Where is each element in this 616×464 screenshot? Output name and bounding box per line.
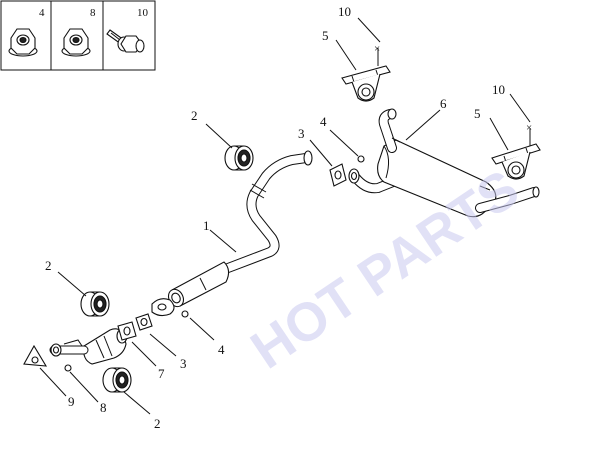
rubber-mount-lower <box>102 367 132 393</box>
gasket-upper <box>329 163 347 187</box>
nut-mid <box>181 310 189 318</box>
callout-5-lower: 5 <box>474 106 481 121</box>
front-resonator <box>167 261 230 308</box>
callout-10-lower: 10 <box>492 82 505 97</box>
gasket-mid <box>135 313 153 331</box>
leader-lines <box>39 17 531 415</box>
callout-4-upper: 4 <box>320 114 327 129</box>
hex-flange-nut-icon <box>8 28 38 57</box>
callout-3-upper: 3 <box>298 126 305 141</box>
legend-item-8-label: 8 <box>90 7 96 19</box>
gasket-converter <box>117 321 137 341</box>
callout-8: 8 <box>100 400 107 415</box>
catalytic-converter <box>49 328 128 365</box>
watermark: HOT PARTS <box>241 159 530 381</box>
gasket-front <box>23 344 48 367</box>
rubber-hanger-bracket-upper: × <box>341 43 391 102</box>
callout-2-upper: 2 <box>191 108 198 123</box>
callout-2-lower: 2 <box>154 416 161 431</box>
rear-muffler <box>377 108 540 218</box>
callout-7: 7 <box>158 366 165 381</box>
legend-item-10-label: 10 <box>137 7 149 19</box>
callout-2-mid: 2 <box>45 258 52 273</box>
svg-text:×: × <box>374 43 380 55</box>
legend-box: 4 8 10 <box>0 0 156 71</box>
rubber-mount-mid <box>80 291 110 317</box>
callout-1: 1 <box>203 218 210 233</box>
rubber-hanger-bracket-lower: × <box>491 122 541 180</box>
callout-6: 6 <box>440 96 447 111</box>
callout-4-mid: 4 <box>218 342 225 357</box>
callout-3-mid: 3 <box>180 356 187 371</box>
flange-bolt-icon <box>106 29 145 53</box>
callouts: 10 5 10 5 6 4 3 2 1 2 4 3 7 8 9 2 <box>45 4 505 431</box>
hex-flange-nut-icon <box>61 28 91 57</box>
nut-front <box>64 364 72 372</box>
exhaust-pipe-assembly <box>49 108 540 365</box>
callout-5-upper: 5 <box>322 28 329 43</box>
svg-text:×: × <box>526 122 532 134</box>
rubber-mount-upper <box>224 145 254 171</box>
callout-9: 9 <box>68 394 75 409</box>
callout-10-upper: 10 <box>338 4 351 19</box>
nut-upper <box>357 155 365 163</box>
legend-item-4-label: 4 <box>39 7 45 19</box>
